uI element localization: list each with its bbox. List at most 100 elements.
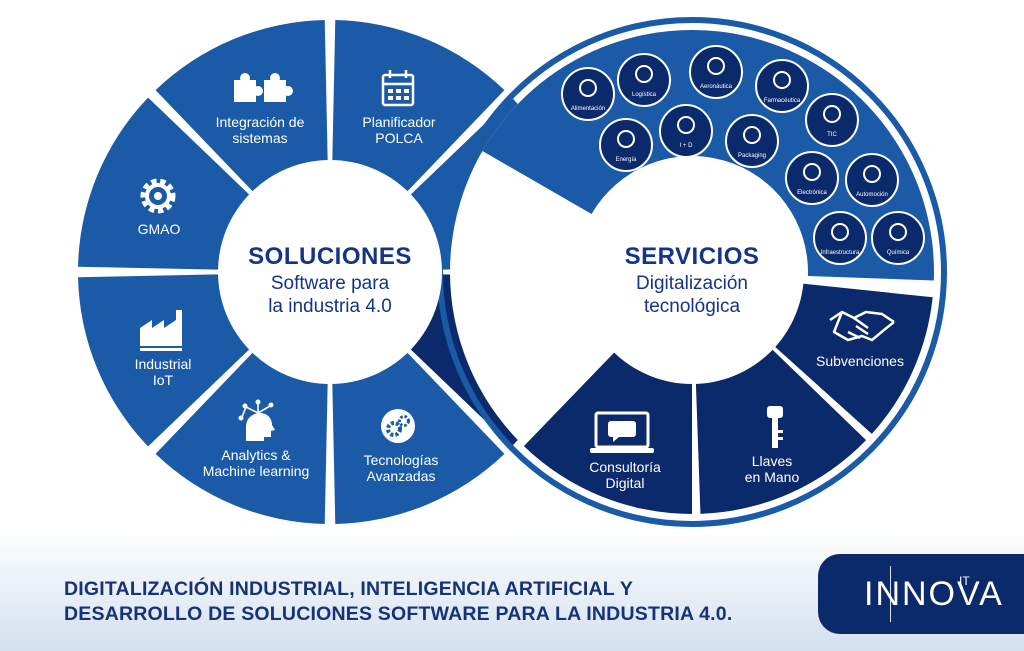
left-segment-integracion xyxy=(155,20,328,200)
segment-analytics-line1: Analytics & xyxy=(221,447,291,463)
sector-badge-1: Alimentación xyxy=(561,67,615,121)
sector-label: Electrónica xyxy=(797,190,827,196)
sector-glyph xyxy=(773,71,791,89)
sector-glyph xyxy=(677,116,695,134)
gear-icon xyxy=(140,178,176,214)
sector-label: Energía xyxy=(615,157,637,163)
segment-automatizacion-line2: Industrial xyxy=(497,363,554,379)
left-center-disc xyxy=(218,160,442,384)
sector-badge-8: TIC xyxy=(805,93,859,147)
logo-superscript: IT xyxy=(959,574,970,588)
sector-label: Alimentación xyxy=(571,106,605,112)
innova-logo: INNOVA IT xyxy=(818,554,1024,634)
vr-headset-icon xyxy=(805,93,859,147)
segment-integracion-line1: Integración de xyxy=(216,114,305,130)
segment-subvenciones-label: Subvenciones xyxy=(816,353,904,369)
segment-mes-label: MES xyxy=(485,217,515,233)
sector-label: Logística xyxy=(632,92,657,98)
gears-badge-icon xyxy=(381,409,415,443)
segment-consultoria-line2: Digital xyxy=(606,475,645,491)
sector-glyph xyxy=(863,165,881,183)
segment-iot-line2: IoT xyxy=(153,372,174,388)
segment-llaves-line1: Llaves xyxy=(752,453,792,469)
segment-llaves-line2: en Mano xyxy=(745,469,800,485)
left-center-subtitle-line2: la industria 4.0 xyxy=(268,296,392,317)
left-segment-analytics xyxy=(155,344,328,524)
key-icon xyxy=(767,406,783,448)
sector-glyph xyxy=(579,79,597,97)
research-icon xyxy=(659,104,713,158)
segment-polca-line2: POLCA xyxy=(375,130,423,146)
sector-label: Farmacéutica xyxy=(764,98,801,104)
sector-glyph xyxy=(635,65,653,83)
footer-tagline-line2: DESARROLLO DE SOLUCIONES SOFTWARE PARA L… xyxy=(64,602,824,627)
segment-gmao-label: GMAO xyxy=(138,221,181,237)
sector-glyph xyxy=(831,223,849,241)
sector-label: Packaging xyxy=(738,153,766,159)
left-segment-tecnologias xyxy=(332,344,505,524)
calendar-icon xyxy=(381,70,415,107)
footer-tagline-line2-bold: INDUSTRIA 4.0. xyxy=(586,603,733,625)
logo-divider xyxy=(890,566,891,622)
sector-badge-5: Energía xyxy=(599,118,653,172)
segment-automatizacion-line1: Automatización xyxy=(477,347,573,363)
logo-name: INNOVA xyxy=(864,575,1004,613)
food-icon xyxy=(561,67,615,121)
footer-tagline: DIGITALIZACIÓN INDUSTRIAL, INTELIGENCIA … xyxy=(64,577,824,627)
atom-icon xyxy=(871,211,925,265)
sector-label: Infraestructura xyxy=(821,250,860,256)
right-segment-consultoria xyxy=(523,351,692,514)
left-segment-iot xyxy=(78,274,258,447)
sector-badge-11: Infraestructura xyxy=(813,211,867,265)
right-center-subtitle-line1: Digitalización xyxy=(636,273,748,294)
footer-tagline-line2-prefix: DESARROLLO DE SOLUCIONES SOFTWARE PARA L… xyxy=(64,603,587,625)
segment-integracion-line2: sistemas xyxy=(232,130,287,146)
left-center-subtitle-line1: Software para xyxy=(271,273,390,294)
right-center-title: SERVICIOS xyxy=(625,243,760,270)
package-icon xyxy=(725,114,779,168)
sector-badge-12: Química xyxy=(871,211,925,265)
sector-badge-6: I + D xyxy=(659,104,713,158)
energy-icon xyxy=(599,118,653,172)
left-wheel xyxy=(78,20,582,524)
left-segment-gmao xyxy=(78,97,258,270)
handshake-icon xyxy=(829,310,895,342)
building-icon xyxy=(813,211,867,265)
sector-glyph xyxy=(803,163,821,181)
segment-tecnologias-line1: Tecnologías xyxy=(364,452,439,468)
factory-icon xyxy=(140,310,182,351)
laptop-chat-icon xyxy=(590,411,654,453)
left-segment-polca xyxy=(332,20,505,200)
segment-tecnologias-line2: Avanzadas xyxy=(366,468,435,484)
plane-icon xyxy=(689,45,743,99)
sector-badge-2: Logística xyxy=(617,53,671,107)
sector-badge-4: Farmacéutica xyxy=(755,59,809,113)
segment-iot-line1: Industrial xyxy=(135,356,192,372)
sector-glyph xyxy=(889,223,907,241)
segment-polca-line1: Planificador xyxy=(362,114,435,130)
sector-label: Automoción xyxy=(856,192,888,198)
segment-consultoria-line1: Consultoría xyxy=(589,459,661,475)
sector-badge-3: Aeronáutica xyxy=(689,45,743,99)
segment-analytics-line2: Machine learning xyxy=(203,463,310,479)
sector-glyph xyxy=(617,130,635,148)
sector-panel: Alimentación Logística AeronáuticaFarmacéu… xyxy=(482,30,935,281)
sector-label: Química xyxy=(887,250,910,256)
right-center-subtitle-line2: tecnológica xyxy=(644,296,741,317)
sector-glyph xyxy=(743,126,761,144)
truck-icon xyxy=(617,53,671,107)
sector-label: Aeronáutica xyxy=(700,84,733,90)
head-network-icon xyxy=(238,399,275,441)
puzzle-icon xyxy=(234,73,293,102)
footer-tagline-line1: DIGITALIZACIÓN INDUSTRIAL, INTELIGENCIA … xyxy=(64,578,634,600)
chip-icon xyxy=(785,151,839,205)
sector-glyph xyxy=(707,57,725,75)
sector-glyph xyxy=(823,105,841,123)
network-icon xyxy=(478,170,522,208)
robot-arm-icon xyxy=(502,296,546,337)
sector-label: I + D xyxy=(680,143,694,149)
sector-badge-9: Electrónica xyxy=(785,151,839,205)
flask-icon xyxy=(755,59,809,113)
left-center-title: SOLUCIONES xyxy=(248,243,412,270)
